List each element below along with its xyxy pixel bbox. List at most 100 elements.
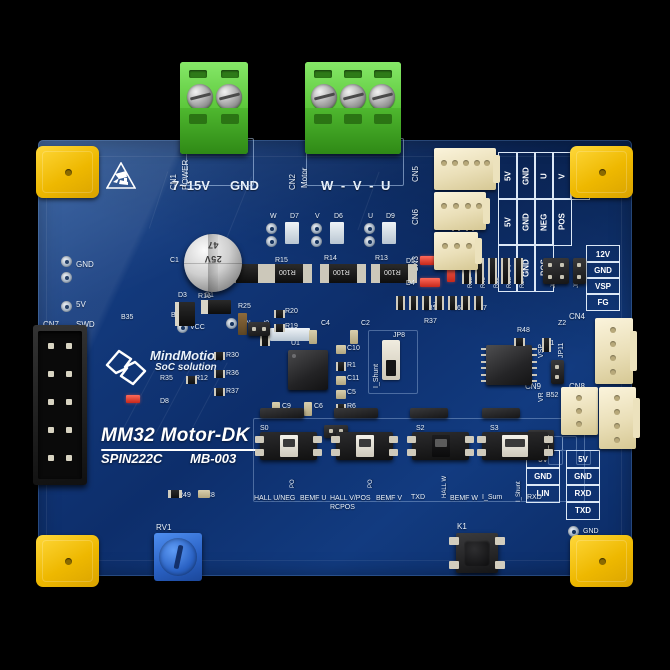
r25-ref: R25 bbox=[238, 303, 251, 310]
dip-switch-0[interactable] bbox=[255, 432, 322, 460]
jp8-label: I_Shunt bbox=[373, 363, 380, 388]
esd-warning-icon bbox=[106, 162, 136, 189]
cn7-ref: CN7 bbox=[43, 320, 59, 329]
led-d9 bbox=[382, 222, 396, 244]
connector-cn9[interactable] bbox=[561, 387, 598, 435]
d8-ref: D8 bbox=[160, 398, 169, 405]
header-jp5[interactable] bbox=[573, 258, 586, 284]
swd-header-cn7[interactable] bbox=[33, 325, 87, 485]
c1-ref: C1 bbox=[170, 257, 179, 264]
b35-ref: B35 bbox=[121, 314, 134, 321]
dip-0-right-label: BEMF U bbox=[300, 495, 327, 502]
tp-gnd-label: GND bbox=[76, 260, 94, 269]
pcb-board: MindMotion SoC solution MM32 Motor-DK SP… bbox=[38, 138, 632, 581]
terminal-block-cn2[interactable] bbox=[305, 62, 401, 154]
board-title: MM32 Motor-DK bbox=[101, 425, 250, 446]
connector-cn5[interactable] bbox=[434, 148, 500, 190]
pin-row-3[interactable] bbox=[410, 408, 448, 418]
jp11-ref: JP11 bbox=[558, 342, 565, 358]
push-button-k1[interactable] bbox=[449, 533, 505, 573]
resistor-row-6 bbox=[461, 296, 470, 310]
resistor-t1 bbox=[514, 338, 525, 346]
dip-block-outline bbox=[253, 418, 585, 502]
test-point-u-2 bbox=[364, 236, 375, 247]
jp8-ref: JP8 bbox=[393, 332, 406, 339]
potentiometer-rv1[interactable] bbox=[154, 533, 202, 581]
jumper-jp8[interactable] bbox=[382, 340, 400, 380]
d4-ref: D4 bbox=[406, 280, 415, 287]
shunt-resistor-1: R100 bbox=[266, 264, 312, 283]
z2-ref: Z2 bbox=[558, 320, 567, 327]
k1-ref: K1 bbox=[457, 522, 467, 531]
tp-5v-label: 5V bbox=[76, 300, 86, 309]
bottom-gnd-tp-label: GND bbox=[583, 528, 599, 535]
cn2-ref: CN2 bbox=[288, 173, 297, 190]
resistor-r12 bbox=[186, 376, 197, 384]
c6-ref: C6 bbox=[314, 403, 323, 410]
header-jp2[interactable] bbox=[248, 322, 270, 336]
jp8-outline bbox=[368, 330, 418, 394]
header-jp11[interactable] bbox=[551, 360, 564, 384]
connector-cn3[interactable] bbox=[434, 232, 482, 270]
cn5-ref: CN5 bbox=[411, 165, 420, 182]
cn8-pin-txd: TXD bbox=[566, 501, 600, 520]
dip-switch-2[interactable] bbox=[407, 432, 474, 460]
cn6-ref: CN6 bbox=[411, 208, 420, 225]
b52-ref: B52 bbox=[546, 392, 559, 399]
standoff-top-left bbox=[36, 146, 99, 198]
resistor-r49 bbox=[168, 490, 183, 498]
capacitor-c6 bbox=[304, 402, 312, 416]
c9-ref: C9 bbox=[282, 403, 291, 410]
connector-cn8[interactable] bbox=[599, 387, 640, 449]
edge-label-gnd: GND bbox=[586, 261, 620, 279]
vcc-tp-label: VCC bbox=[190, 324, 205, 331]
standoff-bottom-left bbox=[36, 535, 99, 587]
dip-switch-3[interactable] bbox=[477, 432, 553, 460]
test-point-vin bbox=[226, 318, 237, 329]
board-subtitle-left: SPIN222C bbox=[101, 451, 163, 466]
r12-ref: R12 bbox=[195, 375, 208, 382]
r13-ref: R13 bbox=[375, 255, 388, 262]
led-a1 bbox=[447, 262, 455, 282]
cn4-ref: CN4 bbox=[569, 312, 586, 321]
trace bbox=[46, 560, 622, 561]
silk-square-3 bbox=[548, 450, 563, 465]
ic-u1 bbox=[288, 350, 328, 390]
resistor-r20 bbox=[274, 310, 285, 318]
dip-switch-1[interactable] bbox=[331, 432, 398, 460]
dip-1-center-label: PO bbox=[368, 479, 374, 488]
dip-2-left-label: TXD bbox=[411, 494, 425, 501]
connector-cn4[interactable] bbox=[595, 318, 637, 384]
led-d4 bbox=[420, 278, 440, 287]
led-d6 bbox=[330, 222, 344, 244]
shunt-resistor-3: R100 bbox=[371, 264, 417, 283]
c1-value: 47 bbox=[207, 240, 219, 250]
r36-ref: R36 bbox=[226, 370, 239, 377]
pin-row-4[interactable] bbox=[482, 408, 520, 418]
trace bbox=[46, 156, 622, 157]
resistor-row-1 bbox=[396, 296, 405, 310]
header-jp4[interactable] bbox=[543, 258, 569, 284]
resistor-r36 bbox=[214, 370, 225, 378]
dip-0-center-label: PO bbox=[290, 479, 296, 488]
dip-3-right-label: RXD bbox=[527, 494, 542, 501]
c8-ref: C8 bbox=[206, 492, 215, 499]
test-point-w-2 bbox=[266, 236, 277, 247]
r35-ref: R35 bbox=[160, 375, 173, 382]
test-point-w-1 bbox=[266, 223, 277, 234]
c1-voltage: 25V bbox=[204, 254, 222, 264]
terminal-block-cn1[interactable] bbox=[180, 62, 248, 154]
cn9-pin-lin: LIN bbox=[526, 484, 560, 503]
capacitor-c11 bbox=[336, 376, 346, 385]
standoff-top-right bbox=[570, 146, 633, 198]
d3-ref: D3 bbox=[178, 292, 187, 299]
board-subtitle-right: MB-003 bbox=[190, 451, 237, 466]
connector-cn6[interactable] bbox=[434, 192, 490, 230]
r1-ref: R1 bbox=[347, 362, 356, 369]
shunt-1-value: R100 bbox=[279, 268, 296, 275]
dip-3-left-label: I_Sum bbox=[482, 494, 503, 501]
cn5-pin-5v: 5V bbox=[498, 152, 518, 200]
pin-row-2[interactable] bbox=[334, 408, 378, 418]
capacitor-c2 bbox=[350, 330, 358, 344]
pin-row-1[interactable] bbox=[260, 408, 304, 418]
